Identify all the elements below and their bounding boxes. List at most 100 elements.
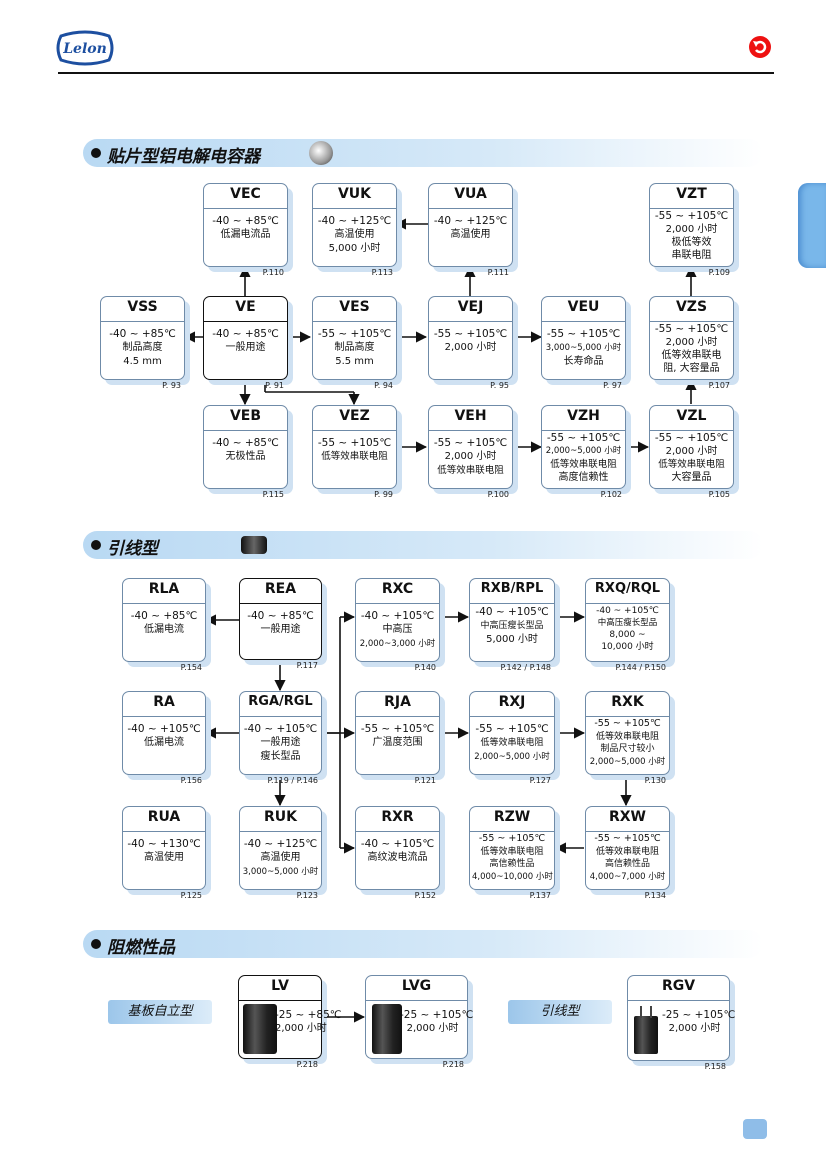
spec-line: 一般用途 xyxy=(260,737,301,748)
temp-range: -55 ~ +105℃ xyxy=(594,833,661,844)
series-name: VZT xyxy=(676,186,707,202)
temp-range: -40 ~ +85℃ xyxy=(212,215,279,227)
page-ref[interactable]: P.140 xyxy=(414,663,436,672)
spec-line: 阻, 大容量品 xyxy=(663,363,720,374)
back-button[interactable] xyxy=(749,36,771,58)
page-ref[interactable]: P.152 xyxy=(414,891,436,900)
section-title: 阻燃性品 xyxy=(107,938,175,958)
page-ref[interactable]: P.134 xyxy=(644,891,666,900)
page-ref[interactable]: P.125 xyxy=(180,891,202,900)
page-ref[interactable]: P.117 xyxy=(296,661,318,670)
series-name: VEJ xyxy=(457,299,484,315)
page-ref[interactable]: P.102 xyxy=(600,490,622,499)
page-ref[interactable]: P.144 / P.150 xyxy=(615,663,666,672)
page-ref[interactable]: P. 99 xyxy=(374,490,393,499)
page-ref[interactable]: P.156 xyxy=(180,776,202,785)
spec-line: 低等效串联电阻 xyxy=(658,459,725,470)
page-ref[interactable]: P.137 xyxy=(529,891,551,900)
spec-line: 低等效串联电阻 xyxy=(550,459,617,470)
page-ref[interactable]: P.110 xyxy=(262,268,284,277)
page-ref[interactable]: P.218 xyxy=(442,1060,464,1069)
page-ref[interactable]: P. 94 xyxy=(374,381,393,390)
page-ref[interactable]: P.119 / P.146 xyxy=(267,776,318,785)
spec-line: 无极性品 xyxy=(225,451,266,462)
temp-range: -55 ~ +105℃ xyxy=(654,210,729,222)
page-ref[interactable]: P. 93 xyxy=(162,381,181,390)
page-ref[interactable]: P.127 xyxy=(529,776,551,785)
spec-line: 4.5 mm xyxy=(123,356,162,367)
spec-line: 高温使用 xyxy=(260,852,301,863)
page-ref[interactable]: P. 95 xyxy=(490,381,509,390)
spec-line: 2,000~5,000 小时 xyxy=(545,446,622,456)
spec-line: 中高压 xyxy=(382,624,413,635)
temp-range: -55 ~ +105℃ xyxy=(433,437,508,449)
series-name: VEU xyxy=(567,299,600,315)
page-ref[interactable]: P.113 xyxy=(371,268,393,277)
spec-line: 2,000 小时 xyxy=(665,337,718,348)
page-ref[interactable]: P.142 / P.148 xyxy=(500,663,551,672)
spec-line: 中高压瘦长型品 xyxy=(597,618,658,628)
bullet-icon xyxy=(91,939,101,949)
page-ref[interactable]: P.115 xyxy=(262,490,284,499)
page-ref[interactable]: P.105 xyxy=(708,490,730,499)
page-ref[interactable]: P.123 xyxy=(296,891,318,900)
spec-line: 低等效串联电阻 xyxy=(595,731,659,742)
page-ref[interactable]: P. 91 xyxy=(265,381,284,390)
page-ref[interactable]: P.111 xyxy=(487,268,509,277)
page-ref[interactable]: P.107 xyxy=(708,381,730,390)
page-ref[interactable]: P.121 xyxy=(414,776,436,785)
page-ref[interactable]: P.100 xyxy=(487,490,509,499)
page-ref[interactable]: P.130 xyxy=(644,776,666,785)
category-tag-snap-in: 基板自立型 xyxy=(108,1000,212,1024)
series-name: RXB/RPL xyxy=(480,581,544,596)
page-ref[interactable]: P.158 xyxy=(704,1062,726,1071)
spec-line: 低漏电流 xyxy=(144,624,184,635)
side-tab[interactable] xyxy=(798,183,826,268)
page-ref[interactable]: P.109 xyxy=(708,268,730,277)
series-name: VSS xyxy=(127,299,158,315)
series-name: RXJ xyxy=(498,694,526,710)
page-ref[interactable]: P. 97 xyxy=(603,381,622,390)
series-name: RLA xyxy=(148,581,180,597)
temp-range: -55 ~ +105℃ xyxy=(546,328,621,340)
page-ref[interactable]: P.154 xyxy=(180,663,202,672)
page-ref[interactable]: P.218 xyxy=(296,1060,318,1069)
spec-line: 2,000 小时 xyxy=(444,342,497,353)
spec-line: 制品高度 xyxy=(334,342,375,353)
series-name: RXR xyxy=(381,809,414,825)
